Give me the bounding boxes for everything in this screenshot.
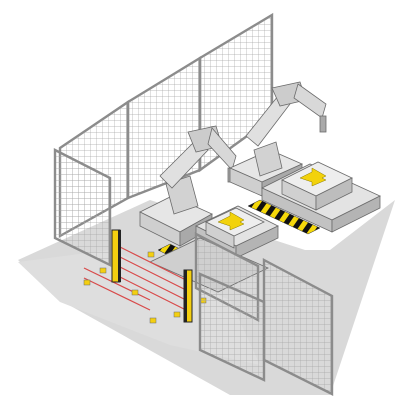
- hazard-stripe-icon: [247, 199, 321, 235]
- light-curtain-icon: [83, 229, 207, 324]
- arrow-left-icon: [217, 211, 245, 231]
- arrow-left-icon: [299, 167, 327, 187]
- safety-fence-front-right: [198, 258, 334, 396]
- conveyor-back: [247, 161, 381, 235]
- safety-fence-left: [53, 148, 112, 267]
